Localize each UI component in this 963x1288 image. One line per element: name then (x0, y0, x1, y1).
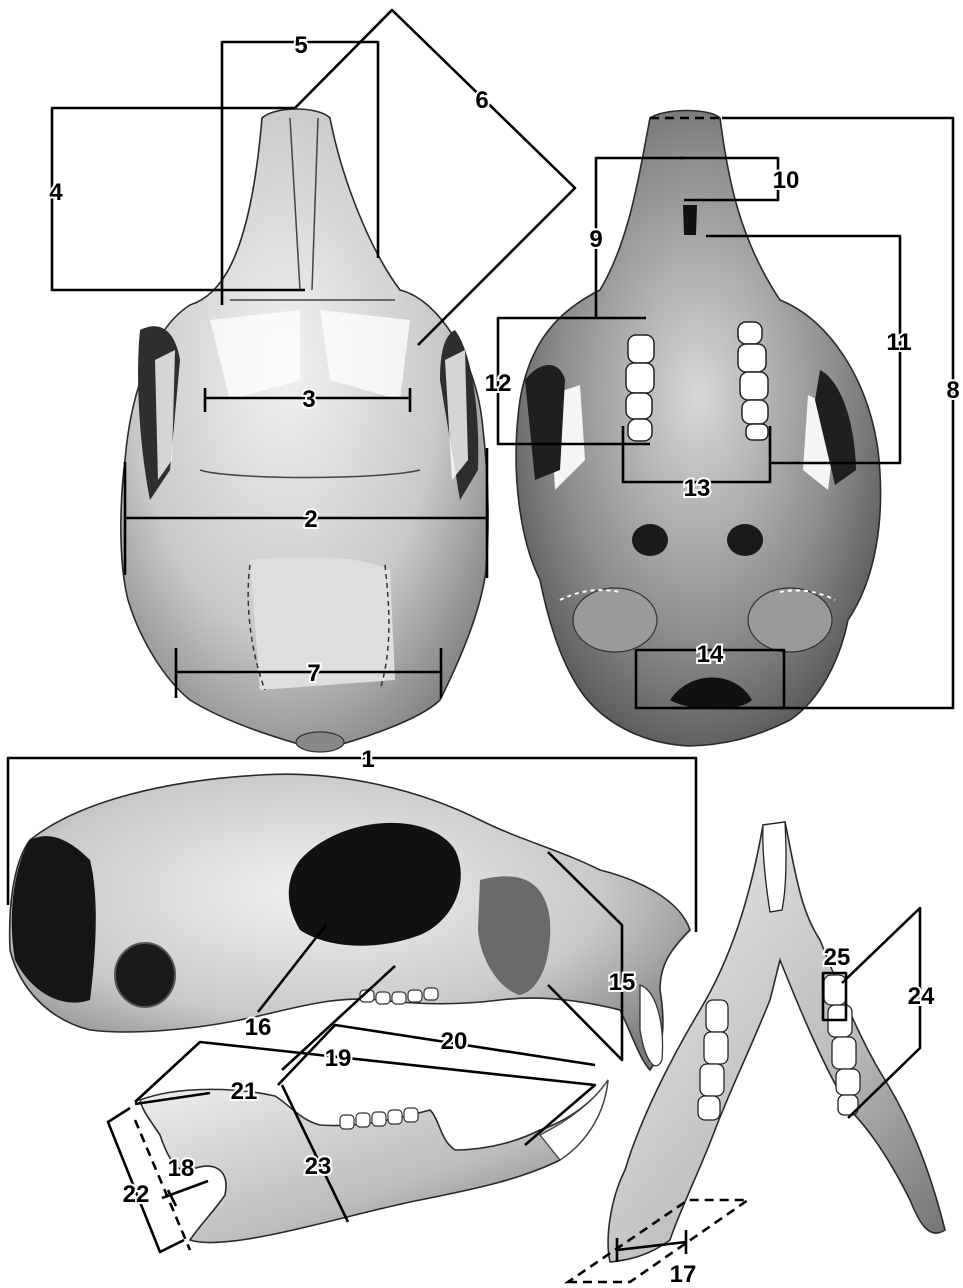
label-11: 11 (886, 329, 911, 356)
label-20: 20 (441, 1028, 468, 1055)
label-7: 7 (307, 660, 320, 687)
label-25: 25 (824, 944, 851, 971)
label-17: 17 (670, 1261, 697, 1288)
label-2: 2 (304, 506, 317, 533)
label-9: 9 (589, 226, 602, 253)
label-23: 23 (305, 1153, 332, 1180)
label-14: 14 (697, 641, 724, 668)
label-21: 21 (231, 1078, 258, 1105)
label-1: 1 (361, 746, 374, 773)
label-19: 19 (325, 1045, 352, 1072)
label-8: 8 (946, 377, 959, 404)
label-5: 5 (294, 32, 307, 59)
label-13: 13 (684, 475, 711, 502)
label-3: 3 (302, 386, 315, 413)
label-15: 15 (609, 969, 636, 996)
label-10: 10 (773, 167, 800, 194)
label-16: 16 (245, 1014, 272, 1041)
mandible-lateral-view (140, 1080, 608, 1242)
label-24: 24 (908, 983, 935, 1010)
label-4: 4 (49, 179, 63, 206)
label-22: 22 (123, 1181, 150, 1208)
label-18: 18 (168, 1155, 195, 1182)
label-6: 6 (475, 87, 488, 114)
label-12: 12 (485, 370, 512, 397)
